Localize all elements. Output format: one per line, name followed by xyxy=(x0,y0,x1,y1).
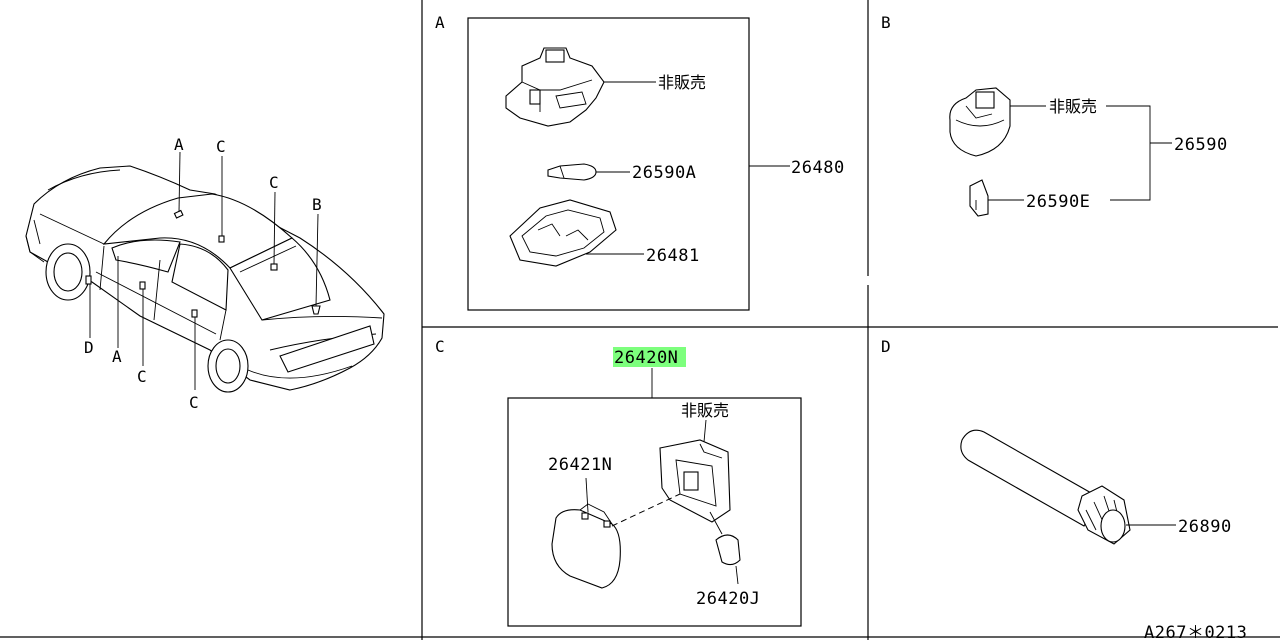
callout-d: D xyxy=(84,338,94,357)
part-26421n: 26421N xyxy=(548,455,612,475)
lamp-marker-d xyxy=(85,275,92,285)
socket-b xyxy=(949,87,1046,157)
section-b: B 非販売 26590E 26590 xyxy=(881,13,1228,217)
car-overview: A C C B D A C C xyxy=(25,135,385,412)
lamp-marker-c-roof xyxy=(218,235,225,243)
section-a-box xyxy=(467,17,750,311)
not-sold-label-b: 非販売 xyxy=(1049,97,1097,116)
car-roof xyxy=(102,193,293,269)
callout-b: B xyxy=(312,195,322,214)
lamp-marker-c-door2 xyxy=(191,309,198,318)
section-b-label: B xyxy=(881,13,891,32)
bracket-b xyxy=(1106,105,1151,201)
part-26480: 26480 xyxy=(791,158,845,178)
callout-a-top: A xyxy=(174,135,184,154)
bulb-c xyxy=(709,511,741,585)
lamp-housing-a xyxy=(505,47,656,127)
callout-c-top1: C xyxy=(216,137,226,156)
callout-c-bottom2: C xyxy=(189,393,199,412)
bulb-b xyxy=(969,179,1024,217)
section-d-label: D xyxy=(881,337,891,356)
section-d: D 26890 xyxy=(881,337,1232,545)
callout-c-top2: C xyxy=(269,173,279,192)
section-c: C 26420N 非販売 26420J 26421N xyxy=(435,337,802,627)
lamp-marker-a-roof xyxy=(173,209,184,219)
part-26420n-highlight xyxy=(613,347,686,367)
section-c-box xyxy=(507,397,802,627)
part-26590e: 26590E xyxy=(1026,192,1090,212)
bulb-a xyxy=(547,163,630,181)
callout-c-bottom1: C xyxy=(137,367,147,386)
not-sold-label-c: 非販売 xyxy=(681,401,729,420)
drawing-code: A267＊0213 xyxy=(1144,623,1247,640)
part-26590a: 26590A xyxy=(632,163,696,183)
callout-a-bottom: A xyxy=(112,347,122,366)
socket-housing-c xyxy=(659,439,731,523)
not-sold-label-a: 非販売 xyxy=(658,73,706,92)
lamp-marker-c-door1 xyxy=(139,281,146,290)
section-a-label: A xyxy=(435,13,445,32)
part-26481: 26481 xyxy=(646,246,700,266)
lens-c xyxy=(551,477,681,589)
lamp-marker-c-rear xyxy=(270,263,278,271)
part-26420j: 26420J xyxy=(696,589,760,609)
tube-part-d xyxy=(960,429,1176,545)
section-c-label: C xyxy=(435,337,445,356)
lens-a xyxy=(509,199,644,267)
section-a: A 非販売 26590A 26480 26481 xyxy=(435,13,845,311)
part-26590: 26590 xyxy=(1174,135,1228,155)
part-26420n: 26420N xyxy=(614,348,678,368)
part-26890: 26890 xyxy=(1178,517,1232,537)
lamp-marker-b xyxy=(311,305,321,315)
